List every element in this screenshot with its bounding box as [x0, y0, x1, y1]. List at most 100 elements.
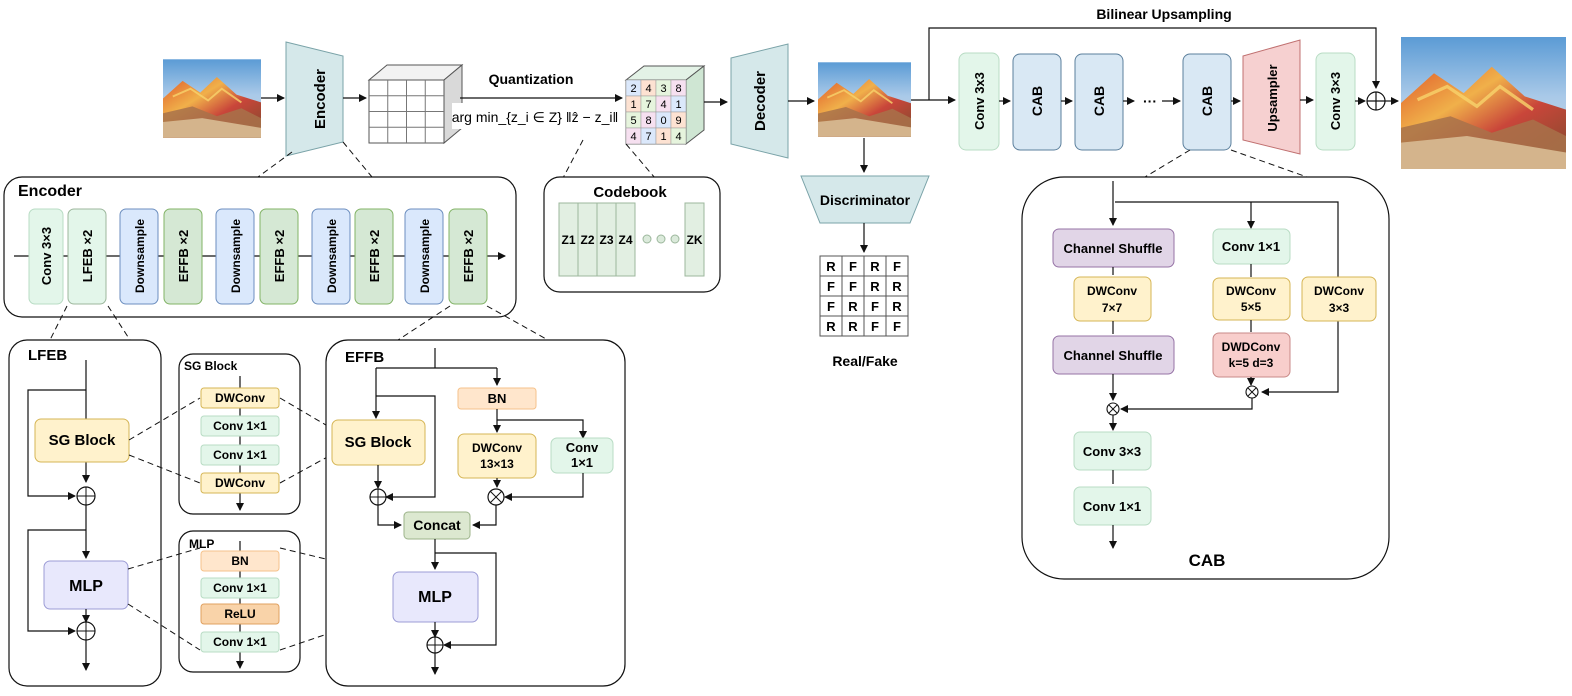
codebook-entry — [615, 202, 636, 277]
encoder-stage-block — [404, 208, 444, 305]
codebook-digit: 9 — [675, 115, 681, 127]
cab-panel-title: CAB — [1189, 551, 1226, 570]
discriminator-trapezoid — [800, 175, 930, 224]
add-icon-lfeb-2 — [76, 621, 96, 641]
effb-sg-label: SG Block — [345, 434, 412, 451]
real-fake-mark: F — [871, 299, 879, 314]
codebook-entry-label: Z4 — [618, 233, 632, 247]
quantization-formula: arg min_{z_i ∈ Z} ‖ẑ − z_i‖ — [452, 109, 619, 125]
codebook-digit: 7 — [645, 99, 651, 111]
encoder-stage-label: EFFB ×2 — [272, 230, 287, 282]
cab-conv1x1-top-label: Conv 1×1 — [1222, 239, 1280, 254]
top-pipeline: Encoder Quantization arg min_{z_i ∈ Z} ‖… — [163, 6, 1566, 369]
multiply-icon-effb — [487, 488, 505, 506]
codebook-digit: 5 — [630, 115, 636, 127]
sg-block-item-label: DWConv — [215, 391, 265, 405]
encoder-label: Encoder — [312, 69, 329, 129]
cab-channel-shuffle-1-label: Channel Shuffle — [1064, 241, 1163, 256]
effb-mlp-label: MLP — [418, 589, 452, 606]
codebook-digit: 8 — [675, 83, 681, 95]
lfeb-sg-label: SG Block — [49, 432, 116, 449]
add-icon-effb-1 — [369, 488, 387, 506]
real-fake-mark: R — [892, 299, 902, 314]
codebook-digit: 0 — [660, 115, 666, 127]
codebook-digit: 1 — [675, 99, 681, 111]
mlp-item — [200, 631, 280, 653]
output-image — [1401, 35, 1566, 171]
real-fake-mark: F — [893, 319, 901, 334]
sg-block-item — [200, 444, 280, 466]
codebook-digit: 1 — [630, 99, 636, 111]
codebook-last-label: ZK — [687, 233, 703, 247]
real-fake-mark: F — [871, 319, 879, 334]
effb-bn-label: BN — [488, 391, 507, 406]
encoder-stage-label: Downsample — [133, 219, 147, 293]
upsampler-trapezoid — [1242, 39, 1301, 155]
add-icon-lfeb-1 — [76, 486, 96, 506]
encoder-stage-label: EFFB ×2 — [461, 230, 476, 282]
real-fake-mark: F — [827, 299, 835, 314]
cab-label-1: CAB — [1029, 86, 1045, 116]
encoder-stage-label: EFFB ×2 — [176, 230, 191, 282]
sg-block-title: SG Block — [184, 359, 238, 373]
mlp-item-label: Conv 1×1 — [213, 581, 267, 595]
effb-conv-l1: Conv — [566, 440, 599, 455]
real-fake-mark: R — [826, 319, 836, 334]
encoder-stage-label: EFFB ×2 — [367, 230, 382, 282]
real-fake-mark: F — [849, 259, 857, 274]
codebook-entry-label: Z2 — [580, 233, 594, 247]
discriminator-label: Discriminator — [820, 192, 911, 208]
codebook-digit: 7 — [645, 131, 651, 143]
encoder-panel-title: Encoder — [18, 183, 82, 200]
encoder-stage-block — [215, 208, 255, 305]
encoder-stage-block — [119, 208, 159, 305]
codebook-digit: 2 — [630, 83, 636, 95]
codebook-digit: 3 — [660, 83, 666, 95]
mlp-title: MLP — [189, 537, 214, 551]
decoder-label: Decoder — [752, 71, 769, 131]
conv3x3-label-a: Conv 3x3 — [972, 72, 987, 130]
lfeb-sg-block — [34, 418, 130, 463]
multiply-icon-cab-1 — [1106, 402, 1120, 416]
encoder-stage-block — [163, 208, 203, 305]
mlp-item — [200, 550, 280, 572]
encoder-stage-label: Conv 3×3 — [39, 227, 54, 285]
ellipsis-dots: ··· — [1143, 93, 1157, 109]
codebook-title: Codebook — [593, 184, 667, 201]
codebook-entry-last — [684, 202, 705, 277]
effb-panel: EFFB SG Block BN DWConv 13×13 Conv 1×1 — [325, 339, 626, 687]
real-fake-mark: F — [849, 279, 857, 294]
codebook-digit: 8 — [645, 115, 651, 127]
mlp-item-label: BN — [231, 554, 248, 568]
encoder-stage-block — [67, 208, 107, 305]
decoded-image — [818, 61, 911, 138]
cab-block-1 — [1012, 53, 1062, 151]
upsampler-label: Upsampler — [1265, 64, 1280, 131]
cab-dwconv7-l1: DWConv — [1087, 284, 1137, 298]
mlp-item — [200, 577, 280, 599]
cab-dwconv5-l1: DWConv — [1226, 284, 1276, 298]
real-fake-mark: R — [892, 279, 902, 294]
quantization-label: Quantization — [489, 71, 574, 87]
cab-conv1x1-bottom-label: Conv 1×1 — [1083, 499, 1141, 514]
codebook-entry-label: Z1 — [561, 233, 575, 247]
mlp-item — [200, 603, 280, 625]
cab-dwconv3-l2: 3×3 — [1329, 301, 1350, 315]
real-fake-mark: R — [826, 259, 836, 274]
effb-title: EFFB — [345, 349, 384, 366]
cab-label-3: CAB — [1199, 86, 1215, 116]
sg-block-item — [200, 387, 280, 409]
cab-dwconv5-l2: 5×5 — [1241, 300, 1262, 314]
encoder-stage-block — [354, 208, 394, 305]
effb-dwconv-l2: 13×13 — [480, 457, 514, 471]
lfeb-mlp-label: MLP — [69, 578, 103, 595]
cab-block-2 — [1074, 53, 1124, 151]
cab-dwconv3-block — [1301, 276, 1377, 322]
real-fake-mark: F — [893, 259, 901, 274]
